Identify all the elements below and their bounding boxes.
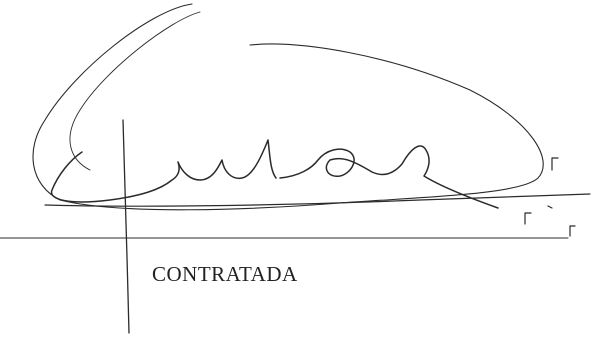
signature-vertical-stroke	[122, 119, 130, 334]
signature-tick-1	[551, 157, 559, 171]
signature-tick-3	[569, 225, 576, 237]
signature-inner-loop	[69, 11, 201, 171]
signatory-label: CONTRATADA	[152, 262, 298, 286]
signature-outer-loop	[32, 3, 544, 211]
signature-dot	[547, 205, 553, 209]
signature-letters-1	[50, 139, 277, 203]
signature-tick-2	[524, 212, 532, 225]
signature-letters-2	[279, 145, 499, 209]
signature-baseline-swoosh	[44, 193, 591, 207]
